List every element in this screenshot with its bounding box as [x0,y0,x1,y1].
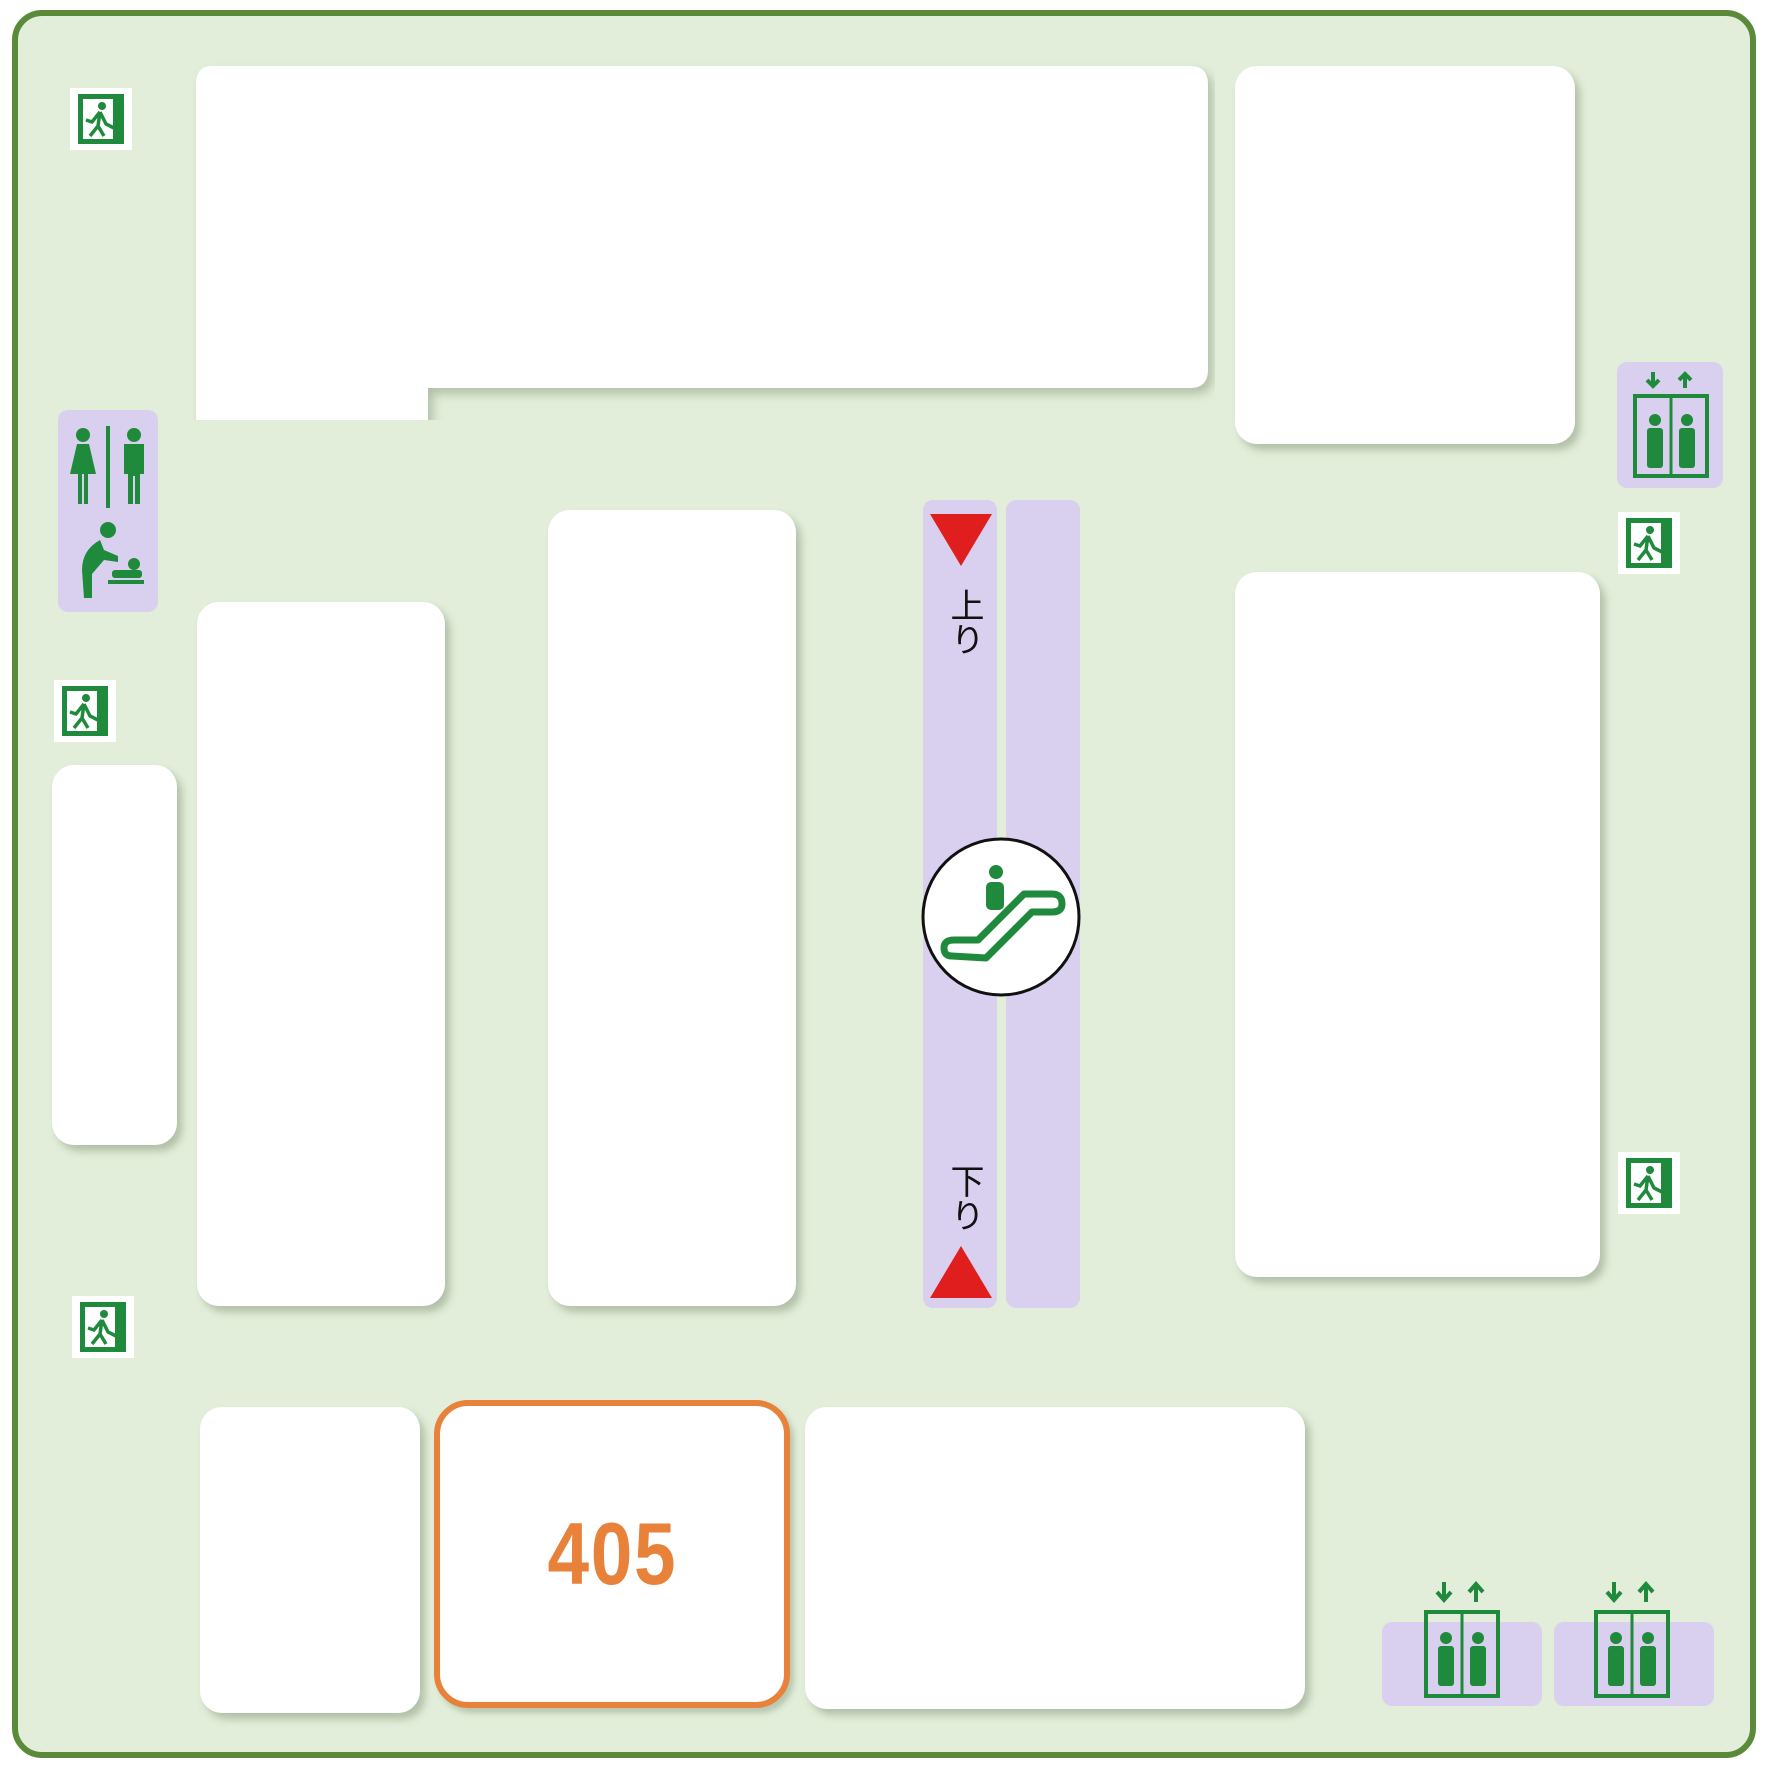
elevator-icon [1424,1580,1500,1698]
emergency-exit-icon [72,1296,134,1358]
escalator-up-label: 上り [944,588,984,656]
up-arrow-red-icon [930,1246,992,1298]
shop-block-right-tall[interactable] [1235,572,1600,1277]
emergency-exit-icon [70,88,132,150]
elevator-panel-bottom-2[interactable] [1554,1622,1714,1706]
restroom-icon [70,426,144,508]
shop-405-highlighted[interactable]: 405 [434,1400,790,1708]
shop-block-top-left[interactable] [190,60,1215,420]
shop-block-top-right[interactable] [1235,66,1575,444]
escalator-icon[interactable] [920,836,1082,998]
baby-changing-icon [82,522,144,598]
shop-block-center-tall[interactable] [548,510,796,1306]
shop-block-left-narrow[interactable] [52,765,177,1145]
elevator-icon [1594,1580,1670,1698]
shop-block-bottom-wide[interactable] [805,1407,1305,1709]
emergency-exit-icon [1618,512,1680,574]
down-arrow-red-icon [930,514,992,566]
shop-block-left-tall[interactable] [197,602,445,1306]
emergency-exit-icon [54,680,116,742]
shop-number: 405 [547,1504,677,1603]
escalator-down-label: 下り [944,1164,984,1232]
elevator-icon [1633,371,1709,478]
emergency-exit-icon [1618,1152,1680,1214]
shop-block-bottom-left[interactable] [200,1407,420,1713]
